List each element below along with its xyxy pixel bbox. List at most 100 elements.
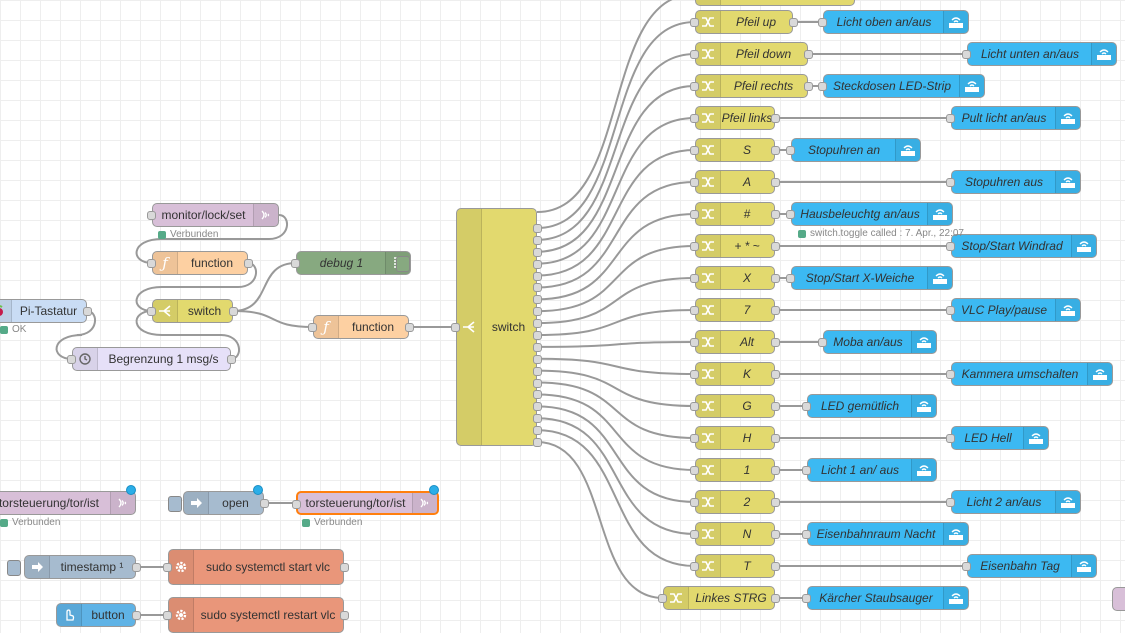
output-port[interactable] [771, 562, 780, 571]
input-port[interactable] [802, 530, 811, 539]
input-port[interactable] [946, 498, 955, 507]
action-node[interactable]: LED gemütlich [802, 394, 937, 418]
input-port[interactable] [690, 178, 699, 187]
output-port[interactable] [533, 402, 542, 412]
input-port[interactable] [451, 323, 460, 332]
action-node[interactable]: Licht 1 an/ aus [802, 458, 937, 482]
inject-open-node[interactable]: open [183, 491, 269, 515]
output-port[interactable] [533, 319, 542, 329]
action-node[interactable]: Eisenbahnraum Nacht [802, 522, 969, 546]
output-port[interactable] [771, 466, 780, 475]
input-port[interactable] [690, 434, 699, 443]
output-port[interactable] [227, 355, 236, 364]
change-node[interactable]: H [690, 426, 780, 450]
wire[interactable] [232, 310, 314, 328]
action-node[interactable]: Steckdosen LED-Strip [818, 74, 985, 98]
output-port[interactable] [771, 434, 780, 443]
action-node[interactable]: Kammera umschalten [946, 362, 1113, 386]
wire[interactable] [536, 429, 696, 567]
wire[interactable] [135, 310, 240, 360]
change-node[interactable]: + * ~ [690, 234, 780, 258]
output-port[interactable] [533, 390, 542, 400]
output-port[interactable] [533, 378, 542, 388]
input-port[interactable] [67, 355, 76, 364]
input-port[interactable] [690, 498, 699, 507]
wire[interactable] [536, 417, 696, 535]
input-port[interactable] [690, 466, 699, 475]
input-port[interactable] [690, 210, 699, 219]
exec-node[interactable]: sudo systemctl restart vlc [163, 597, 349, 633]
change-node[interactable]: K [690, 362, 780, 386]
input-port[interactable] [690, 338, 699, 347]
change-node[interactable]: T [690, 554, 780, 578]
input-port[interactable] [690, 402, 699, 411]
output-port[interactable] [771, 370, 780, 379]
output-port[interactable] [771, 146, 780, 155]
inject-button[interactable] [168, 496, 182, 512]
output-port[interactable] [229, 307, 238, 316]
change-node[interactable]: Linkes STRG [658, 586, 780, 610]
wire[interactable] [536, 341, 696, 348]
change-node-clipped[interactable] [695, 0, 855, 6]
output-port[interactable] [533, 224, 542, 233]
input-port[interactable] [690, 274, 699, 283]
action-node[interactable]: Kärcher Staubsauger [802, 586, 969, 610]
input-port[interactable] [786, 274, 795, 283]
input-port[interactable] [658, 594, 667, 603]
input-port[interactable] [946, 242, 955, 251]
output-port[interactable] [533, 247, 542, 257]
input-port[interactable] [690, 50, 699, 59]
input-port[interactable] [690, 530, 699, 539]
input-port[interactable] [291, 259, 300, 268]
main-switch-node[interactable]: switch [451, 208, 542, 447]
output-port[interactable] [771, 402, 780, 411]
wire[interactable] [536, 53, 696, 241]
input-port[interactable] [690, 562, 699, 571]
output-port[interactable] [771, 178, 780, 187]
input-port[interactable] [690, 114, 699, 123]
action-node[interactable]: Stop/Start Windrad [946, 234, 1097, 258]
output-port[interactable] [771, 338, 780, 347]
action-node[interactable]: Eisenbahn Tag [962, 554, 1097, 578]
wire[interactable] [135, 262, 257, 312]
change-node[interactable]: S [690, 138, 780, 162]
input-port[interactable] [802, 594, 811, 603]
action-node[interactable]: LED Hell [946, 426, 1049, 450]
change-node[interactable]: # [690, 202, 780, 226]
inject-button[interactable] [7, 560, 21, 576]
change-node[interactable]: Alt [690, 330, 780, 354]
output-port[interactable] [533, 295, 542, 305]
change-node[interactable]: A [690, 170, 780, 194]
output-port[interactable] [771, 114, 780, 123]
action-node[interactable]: Stopuhren an [786, 138, 921, 162]
change-node[interactable]: 7 [690, 298, 780, 322]
input-port[interactable] [962, 50, 971, 59]
output-port[interactable] [771, 242, 780, 251]
input-port[interactable] [163, 611, 172, 620]
output-port[interactable] [533, 342, 542, 352]
output-port[interactable] [132, 611, 141, 620]
input-port[interactable] [946, 434, 955, 443]
wire[interactable] [55, 310, 96, 360]
input-port[interactable] [786, 146, 795, 155]
change-node[interactable]: G [690, 394, 780, 418]
output-port[interactable] [804, 50, 813, 59]
output-port[interactable] [789, 18, 798, 27]
wire[interactable] [536, 149, 696, 277]
input-port[interactable] [962, 562, 971, 571]
wire[interactable] [536, 277, 696, 325]
pi-keyboard-node[interactable]: Pi-Tastatur [0, 299, 92, 323]
wire[interactable] [536, 441, 664, 599]
wire[interactable] [536, 393, 696, 471]
input-port[interactable] [946, 306, 955, 315]
input-port[interactable] [690, 146, 699, 155]
change-node[interactable]: 1 [690, 458, 780, 482]
clipped-node[interactable] [1112, 587, 1125, 611]
output-port[interactable] [533, 271, 542, 281]
wire[interactable] [536, 213, 696, 301]
wire[interactable] [536, 357, 696, 375]
wire[interactable] [536, 85, 696, 253]
action-node[interactable]: Pult licht an/aus [946, 106, 1081, 130]
